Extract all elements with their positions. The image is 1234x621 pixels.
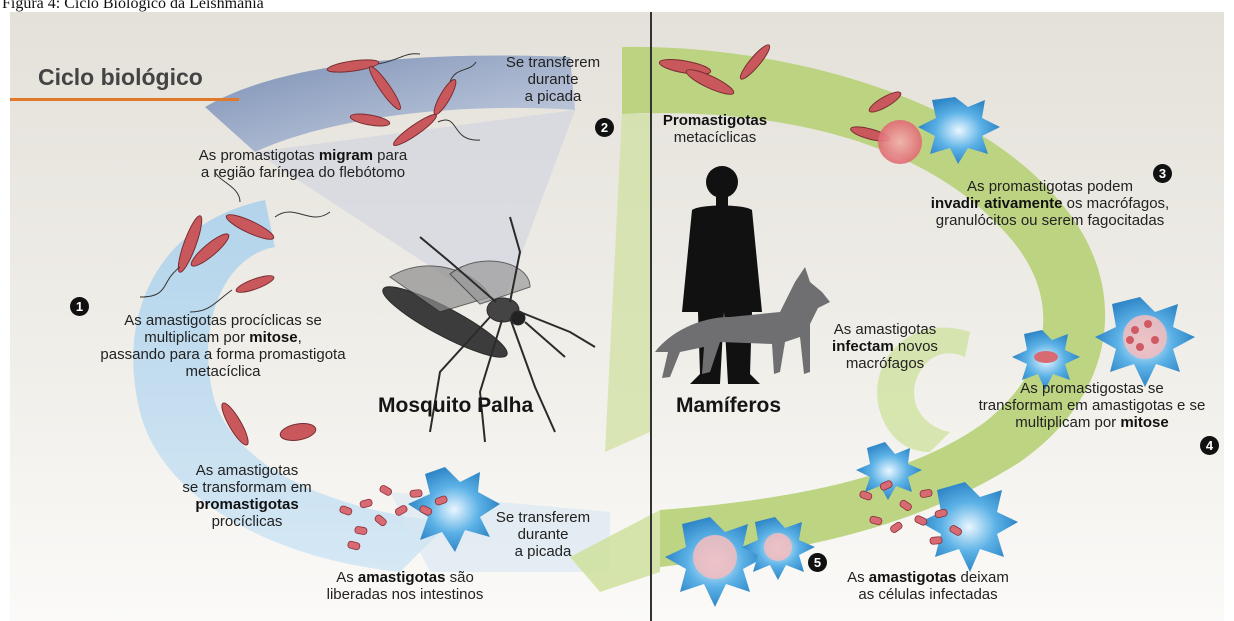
host-label-mosquito: Mosquito Palha xyxy=(378,397,533,414)
step-badge-4: 4 xyxy=(1200,436,1219,455)
infected-cell-red xyxy=(878,120,922,164)
label-step4: As promastigostas se transformam em amas… xyxy=(970,380,1214,431)
label-step1: As amastigotas procíclicas se multiplica… xyxy=(88,312,358,380)
label-step3: As promastigotas podem invadir ativament… xyxy=(900,178,1200,229)
title-underline xyxy=(10,98,239,101)
label-step5: As amastigotas deixam as células infecta… xyxy=(828,569,1028,603)
step-badge-1: 1 xyxy=(70,297,89,316)
host-label-mammals: Mamíferos xyxy=(676,397,781,414)
lifecycle-panel: Ciclo biológico Mosquito Palha Mamíferos… xyxy=(10,12,1224,621)
label-migrate: As promastigotas migram para a região fa… xyxy=(178,147,428,181)
label-infect: As amastigotas infectam novos macrófagos xyxy=(820,321,950,372)
diagram-title: Ciclo biológico xyxy=(38,64,203,91)
label-released: As amastigotas são liberadas nos intesti… xyxy=(310,569,500,603)
label-metacyclic: Promastigotas metacíclicas xyxy=(655,112,775,146)
label-transform-left: As amastigotas se transformam em promast… xyxy=(157,462,337,530)
label-transfer-bottom: Se transferem durante a picada xyxy=(490,509,596,560)
step-badge-5: 5 xyxy=(808,553,827,572)
label-transfer-top: Se transferem durante a picada xyxy=(500,54,606,105)
step-badge-2: 2 xyxy=(595,118,614,137)
